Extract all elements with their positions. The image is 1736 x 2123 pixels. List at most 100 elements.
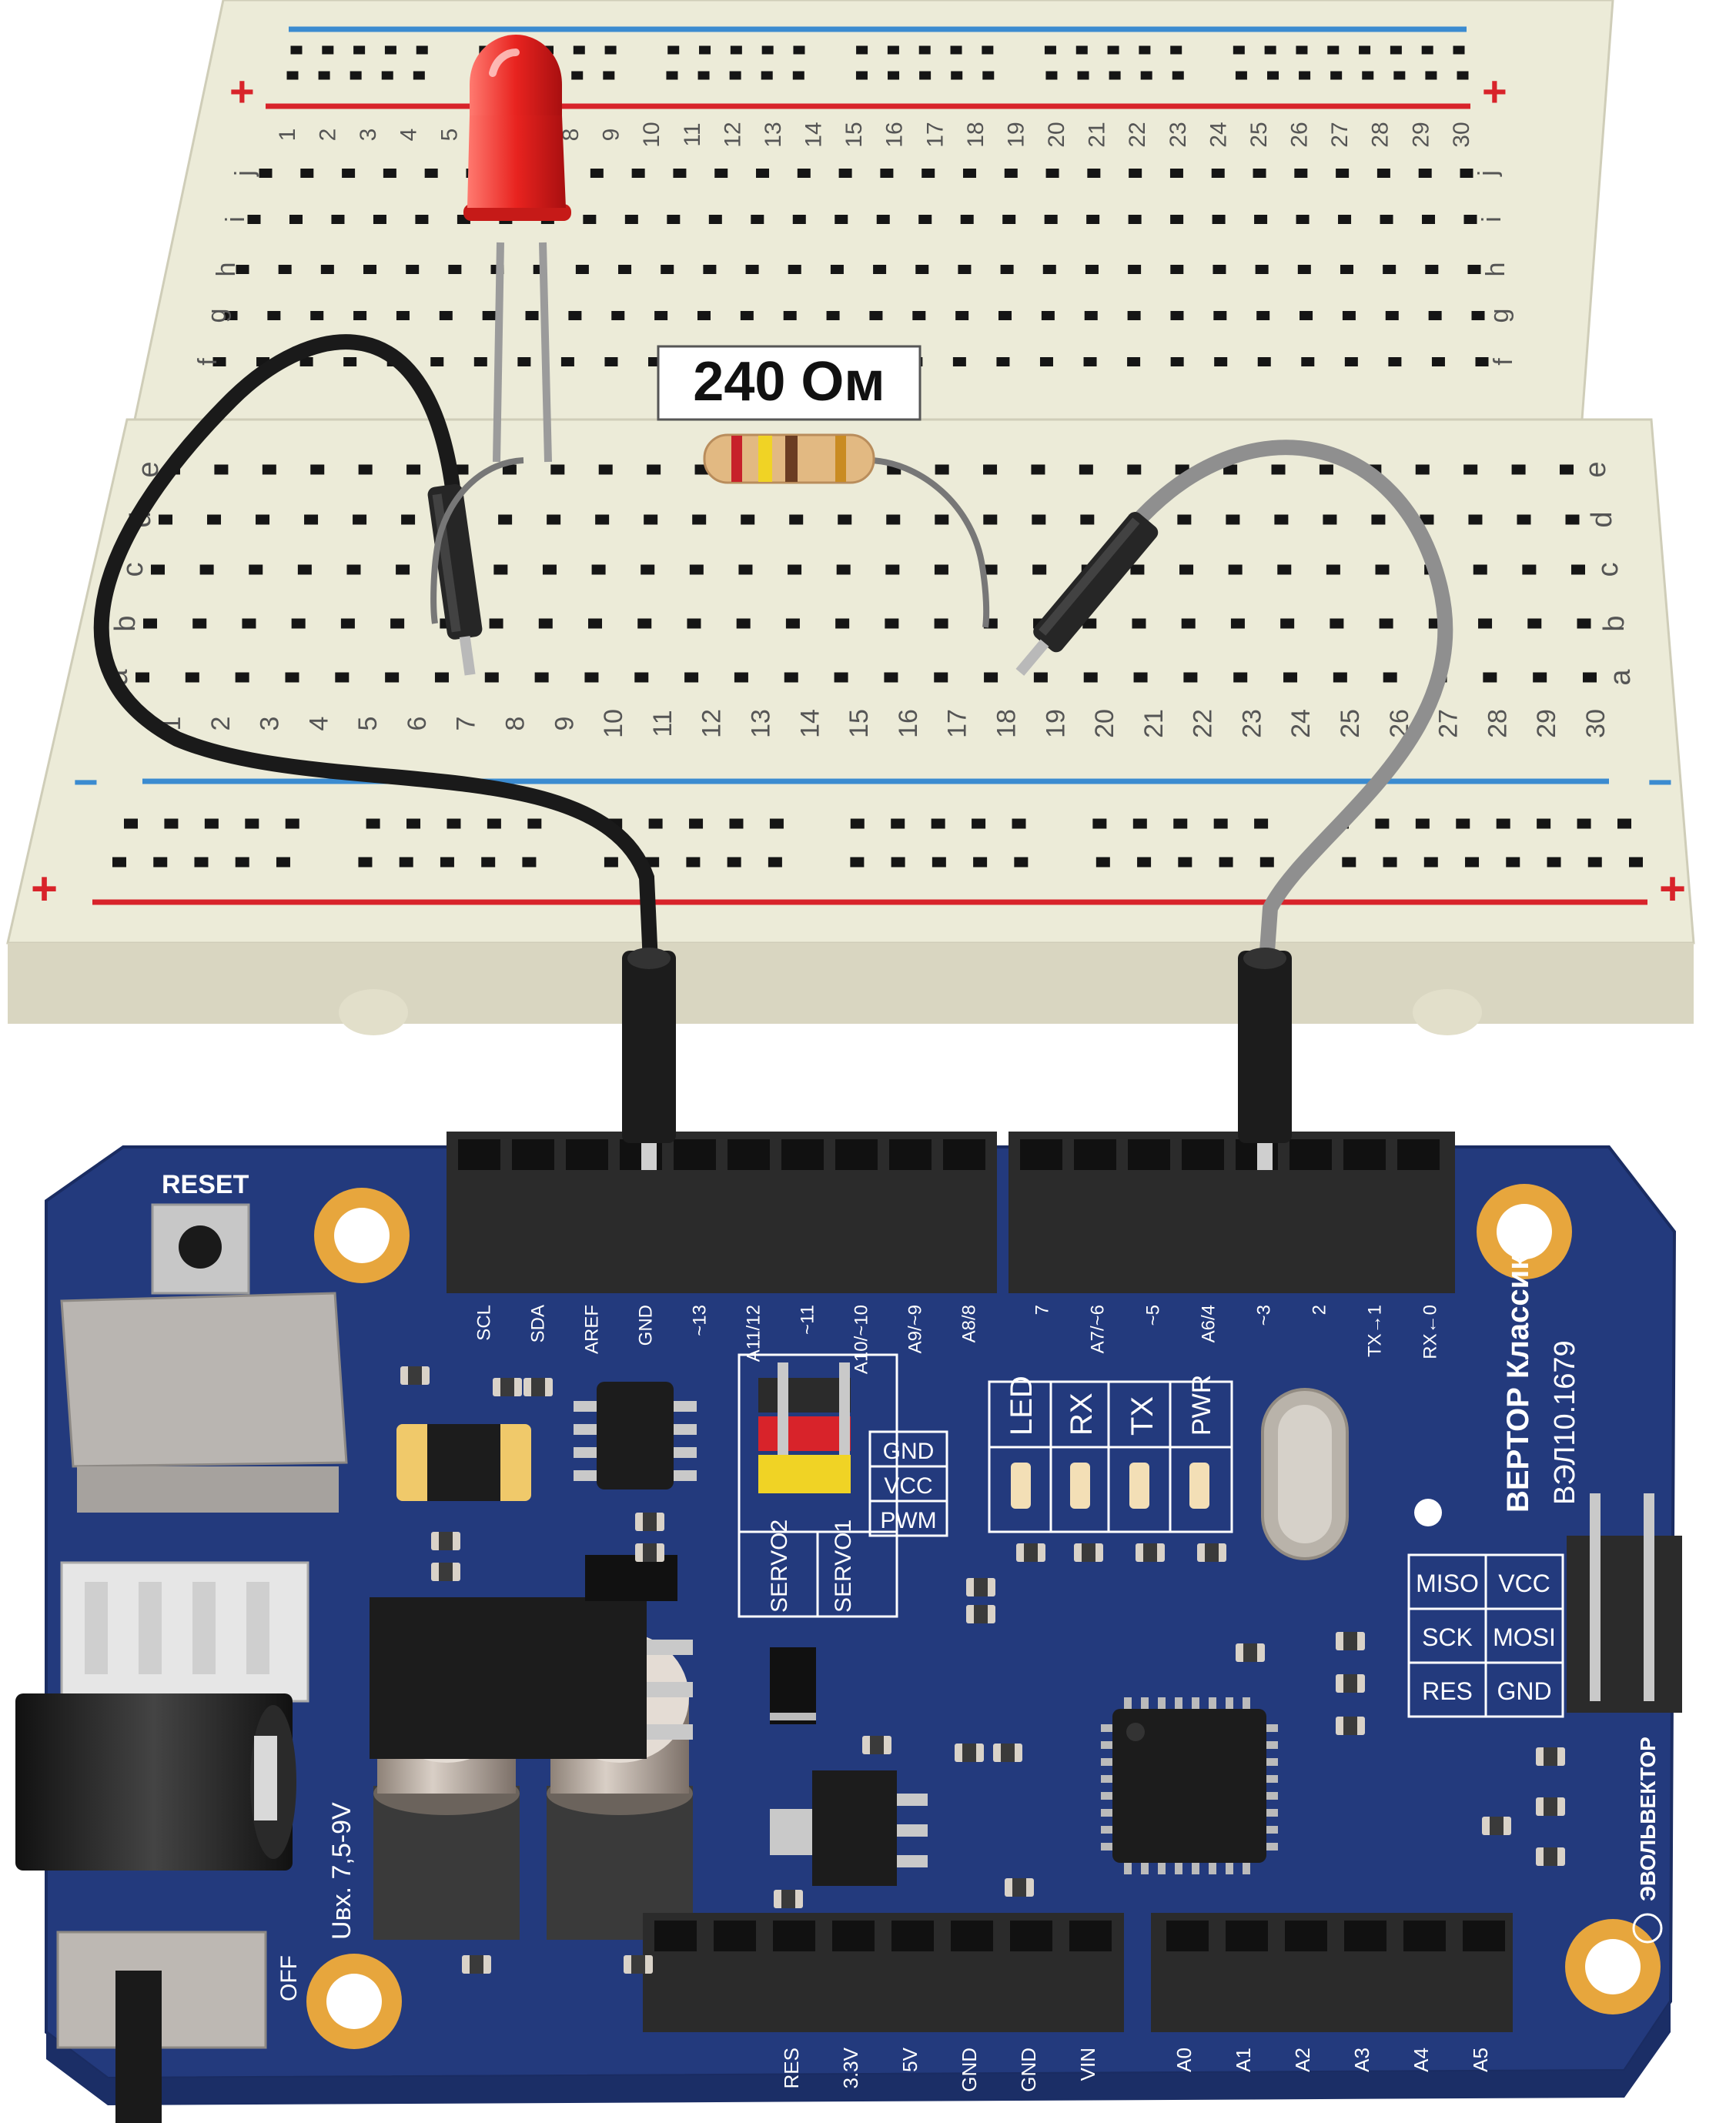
gray-jumper-wire[interactable]	[1128, 440, 1453, 970]
pin-label: A8/8	[958, 1305, 979, 1342]
led-label: LED	[1005, 1376, 1039, 1436]
pin-label: 5V	[898, 2047, 922, 2071]
gray-wire-breadboard-plug	[1015, 512, 1159, 676]
header-bottom-right	[1151, 1913, 1513, 2032]
row-letter: c	[117, 563, 149, 577]
column-number: 20	[1090, 709, 1119, 738]
column-number: 22	[1125, 122, 1150, 147]
resistor-240-ohm[interactable]	[703, 433, 875, 484]
row-letter: e	[132, 461, 165, 477]
pin-label: A1	[1232, 2048, 1255, 2072]
header-socket	[1289, 1139, 1332, 1170]
gray-wire-header-plug	[1238, 948, 1292, 1170]
black-wire-header-plug	[622, 948, 676, 1170]
breadboard: + + + + − − 1234567891011121314151617181…	[6, 0, 1695, 1035]
servo2-label: SERVO2	[767, 1520, 792, 1613]
pin-label: RES	[780, 2048, 803, 2088]
column-number: 5	[353, 717, 383, 731]
header-socket	[1010, 1921, 1052, 1951]
column-number: 2	[206, 717, 236, 731]
pin-label: RX←0	[1420, 1305, 1440, 1359]
column-number: 28	[1368, 122, 1393, 147]
usb-connector	[60, 1292, 348, 1513]
rx-label: RX	[1065, 1392, 1099, 1436]
off-label: OFF	[276, 1955, 302, 2001]
column-number: 9	[550, 717, 579, 731]
header-socket	[1074, 1139, 1116, 1170]
row-letter: d	[1586, 511, 1618, 527]
pin-label: VIN	[1076, 2048, 1099, 2081]
column-number: 8	[558, 129, 584, 142]
dc-barrel-jack	[15, 1693, 296, 1871]
pin-label: A6/4	[1198, 1305, 1219, 1342]
crystal-oscillator	[1261, 1388, 1349, 1560]
row-letter: g	[1485, 309, 1514, 323]
column-number: 23	[1166, 122, 1191, 147]
pin-label: A4	[1410, 2048, 1433, 2072]
tx-label: TX	[1126, 1396, 1159, 1436]
row-letter: c	[1592, 563, 1624, 577]
pin-label: ~5	[1142, 1305, 1163, 1326]
header-socket	[1343, 1139, 1386, 1170]
brand-label: ЭВОЛЬВЕКТОР	[1636, 1737, 1660, 1901]
header-socket	[951, 1921, 993, 1951]
column-number: 24	[1206, 122, 1231, 147]
pin-label: 2	[1309, 1305, 1330, 1315]
column-number: 18	[992, 709, 1021, 738]
column-number: 2	[316, 129, 341, 142]
pin-label: A2	[1291, 2048, 1314, 2072]
column-number: 7	[452, 717, 481, 731]
mounting-hole-top-left	[314, 1188, 410, 1283]
power-switch[interactable]	[56, 1931, 267, 2123]
header-socket	[773, 1921, 815, 1951]
row-letter: i	[221, 216, 250, 222]
row-letter: a	[1604, 669, 1637, 686]
pin-label: GND	[958, 2048, 981, 2092]
header-socket	[781, 1139, 824, 1170]
red-led[interactable]	[463, 35, 571, 463]
column-number: 29	[1532, 709, 1561, 738]
column-number: 11	[680, 122, 705, 146]
brand-logo-icon	[1632, 1913, 1663, 1944]
smd-inductor	[396, 1424, 531, 1501]
servo-pwm-label: PWM	[880, 1508, 936, 1533]
column-number: 11	[648, 710, 677, 737]
reset-button[interactable]	[151, 1203, 250, 1295]
board-title: ВЕРТОР Классик	[1501, 1254, 1535, 1513]
pwr-label: PWR	[1187, 1375, 1216, 1436]
row-letter: b	[109, 615, 142, 631]
servo-gnd-label: GND	[883, 1439, 935, 1464]
pin-label: A7/~6	[1087, 1305, 1108, 1353]
column-number: 3	[356, 129, 381, 142]
column-number: 9	[599, 129, 624, 142]
diode	[770, 1647, 816, 1724]
small-regulator	[770, 1770, 928, 1886]
soic-chip	[574, 1382, 697, 1489]
board-hole-small	[1414, 1499, 1442, 1526]
header-socket	[943, 1139, 985, 1170]
header-socket	[1285, 1921, 1327, 1951]
pin-label: A10/~10	[851, 1305, 871, 1374]
row-letter: h	[212, 262, 241, 277]
column-number: 19	[1003, 122, 1029, 147]
header-bottom-left	[643, 1913, 1124, 2032]
header-socket	[458, 1139, 500, 1170]
icsp-mosi-label: MOSI	[1493, 1623, 1556, 1651]
voltage-regulator	[370, 1555, 693, 1759]
pin-label: SCL	[473, 1305, 494, 1341]
column-number: 3	[256, 717, 285, 731]
resistor-value-text: 240 Ом	[693, 351, 885, 413]
column-number: 10	[639, 122, 664, 147]
header-socket	[674, 1139, 716, 1170]
lower-right-plus-sign: +	[1659, 863, 1686, 914]
pin-label: SDA	[527, 1305, 548, 1342]
header-socket	[891, 1921, 934, 1951]
pin-label: A5	[1469, 2048, 1492, 2072]
servo-vcc-label: VCC	[884, 1473, 932, 1499]
column-number: 5	[437, 129, 462, 142]
column-number: 30	[1449, 122, 1474, 147]
pin-label: ~13	[689, 1305, 710, 1336]
black-jumper-wire[interactable]	[93, 334, 658, 970]
